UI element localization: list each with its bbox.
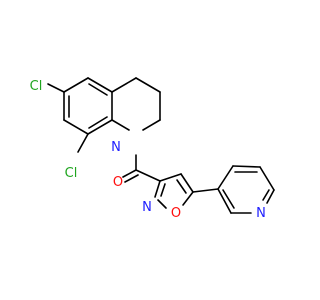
bond [47,83,65,93]
bond [192,188,219,193]
atom-label-nitrogen: N [111,140,121,155]
atom-label-oxygen: O [113,175,123,190]
bond [111,119,130,131]
background [0,0,300,300]
atom-label-nitrogen: N [142,200,152,215]
bond [154,180,161,198]
bond [111,77,137,93]
bond [217,165,234,190]
atom-label-chlorine: Cl [30,79,43,94]
structure-drawing: Cl Cl N O N O N [0,0,300,300]
atom-label-nitrogen: N [256,206,266,221]
bond [135,169,161,182]
atom-label-oxygen: O [171,206,181,221]
bond [88,116,108,129]
bond [88,83,108,96]
bond [142,119,161,131]
bond [87,119,113,135]
bond [266,189,275,204]
bond [176,179,187,194]
bond [232,165,261,168]
bond [262,189,270,201]
bond [259,166,275,191]
bond [122,169,137,178]
bond [87,77,113,93]
bond [63,77,89,93]
bond [63,119,89,135]
bond [160,183,166,197]
bond [157,199,167,209]
bond [182,191,194,206]
atom-label-chlorine: Cl [65,166,78,181]
bond [77,133,89,153]
bond [124,174,139,183]
bond [217,188,232,214]
bond [222,189,235,209]
bonds [47,77,275,214]
atom-labels: Cl Cl N O N O N [30,79,266,221]
bond [180,173,194,193]
bond [159,173,182,182]
bond [135,77,161,93]
